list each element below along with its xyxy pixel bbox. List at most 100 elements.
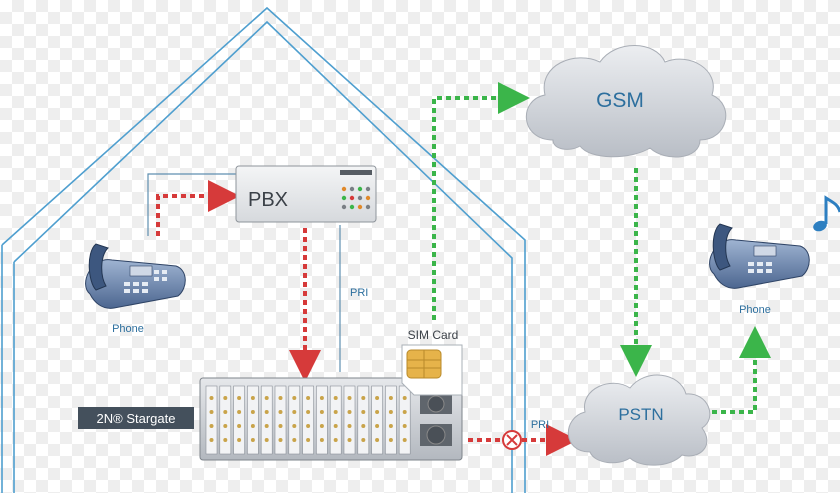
rack-port [388,438,393,442]
rack-port [402,424,407,428]
rack-port [292,396,297,400]
rack-port [237,438,242,442]
rack-port [375,424,380,428]
rack-port [237,396,242,400]
rack-port [347,396,352,400]
rack-port [333,438,338,442]
phone-pbx-wire [147,173,236,236]
pstn-label: PSTN [618,405,663,424]
rack-port [264,424,269,428]
rack-port [319,424,324,428]
rack-port [319,410,324,414]
rack-port [250,396,255,400]
blocked-x-icon [502,430,522,450]
music-note-icon [813,195,840,232]
rack-card [302,385,314,455]
green-arrow-stargate-to-gsm [432,82,530,320]
rack-port [209,438,214,442]
rack-port [292,410,297,414]
phone-right-label: Phone [739,304,771,316]
rack-port [250,424,255,428]
rack-port [237,424,242,428]
green-arrow-pstn-to-phone [712,326,771,414]
rack-port [361,438,366,442]
rack-port [306,438,311,442]
rack-port [209,424,214,428]
phone-icon [709,223,810,289]
sim-card-label: SIM Card [408,328,459,342]
rack-port [264,438,269,442]
pbx-device: PBX [235,165,377,223]
rack-port [264,396,269,400]
house-outline [1,6,526,493]
rack-card [316,385,328,455]
rack-port [333,424,338,428]
rack-card [274,385,287,455]
stargate-label: 2N® Stargate [97,411,176,426]
phone-left-label: Phone [112,323,144,335]
rack-port [209,410,214,414]
gsm-label: GSM [596,89,644,112]
rack-card [219,385,232,455]
rack-port [347,424,352,428]
rack-port [361,396,366,400]
pri-horizontal-label: PRI [531,419,549,431]
rack-port [264,410,269,414]
rack-port [347,438,352,442]
rack-slots [205,385,411,455]
rack-card [357,385,370,455]
rack-port [388,410,393,414]
rack-port [375,396,380,400]
rack-port [319,396,324,400]
rack-port [278,438,283,442]
pbx-label: PBX [248,189,288,211]
rack-port [223,396,228,400]
rack-card [260,385,273,455]
rack-port [209,396,214,400]
rack-port [250,410,255,414]
rack-port [292,438,297,442]
rack-port [237,410,242,414]
rack-port [319,438,324,442]
rack-card [247,385,259,455]
rack-port [375,438,380,442]
red-arrow-phone-to-pbx [156,180,240,236]
rack-port [361,410,366,414]
pstn-cloud: PSTN [567,374,711,466]
gsm-cloud: GSM [525,45,727,158]
rack-port [223,438,228,442]
rack-port [375,410,380,414]
rack-card [371,385,383,455]
rack-port [223,410,228,414]
rack-card [343,385,356,455]
phone-icon [85,243,186,309]
pbx-leds [341,186,371,210]
rack-port [278,424,283,428]
rack-port [306,410,311,414]
rack-card [329,385,342,455]
rack-port [388,396,393,400]
rack-port [292,424,297,428]
stargate-label-box: 2N® Stargate [78,407,194,429]
sim-card-icon [401,344,463,396]
rack-port [306,396,311,400]
rack-port [333,410,338,414]
rack-port [278,396,283,400]
rack-port [402,438,407,442]
rack-port [250,438,255,442]
rack-card [205,385,218,455]
rack-port [402,410,407,414]
rack-port [402,396,407,400]
rack-port [278,410,283,414]
rack-card [385,385,397,455]
stargate-rack [199,377,463,461]
rack-port [306,424,311,428]
rack-port [223,424,228,428]
rack-port [388,424,393,428]
rack-port [333,396,338,400]
rack-port [361,424,366,428]
pri-vertical-label: PRI [350,287,368,299]
rack-port [347,410,352,414]
rack-card [288,385,301,455]
